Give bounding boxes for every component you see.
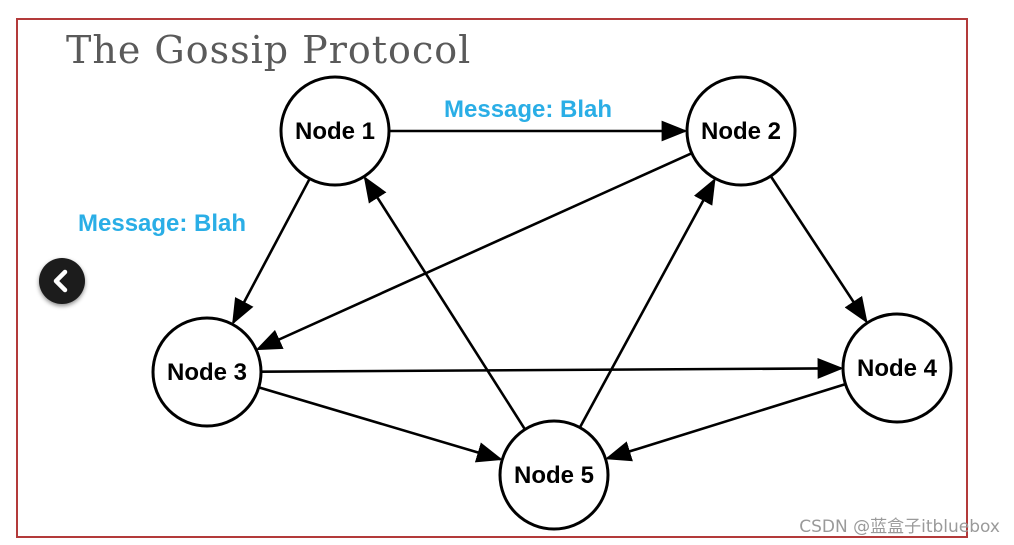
node-label: Node 2 [701,118,781,145]
watermark: CSDN @蓝盒子itbluebox [799,517,1000,537]
message-label-left: Message: Blah [78,210,247,237]
node-2: Node 2 [685,75,797,187]
edge-n5-to-n2 [578,177,716,429]
node-3: Node 3 [151,316,263,428]
nodes-layer: Node 1 Node 2 Node 3 Node 4 Node 5 [151,75,953,531]
diagram-title: The Gossip Protocol [66,28,472,72]
message-label-top: Message: Blah [444,96,613,123]
node-circle [151,316,263,428]
diagram-frame [16,18,968,538]
node-4: Node 4 [841,312,953,424]
node-circle [498,419,610,531]
node-circle [685,75,797,187]
node-circle [841,312,953,424]
edges-layer [232,120,868,463]
node-label: Node 1 [295,118,375,145]
node-label: Node 4 [857,355,938,382]
node-1: Node 1 [279,75,391,187]
edge-n3-to-n5 [258,386,503,463]
chevron-left-icon [53,269,68,293]
back-button[interactable] [39,258,85,304]
edge-n5-to-n1 [363,176,527,431]
edge-n4-to-n5 [605,382,846,462]
edge-n1-to-n3 [232,178,311,325]
node-5: Node 5 [498,419,610,531]
node-label: Node 3 [167,359,247,386]
edge-n3-to-n4 [260,358,844,379]
edge-n2-to-n4 [769,175,868,324]
edge-n2-to-n3 [255,152,693,351]
node-label: Node 5 [514,462,594,489]
node-circle [279,75,391,187]
